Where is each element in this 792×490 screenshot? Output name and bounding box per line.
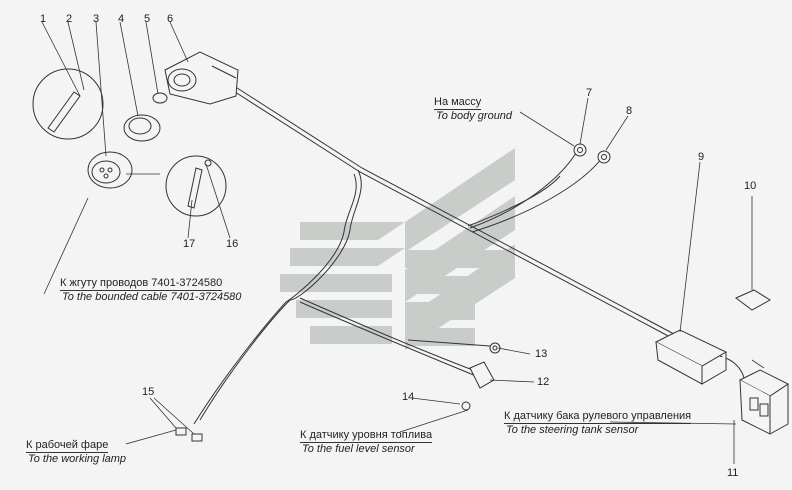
branch-cable-fuel: [299, 297, 479, 373]
leader-lines: [41, 21, 765, 464]
coupling-nut-4: [123, 114, 161, 142]
ring-terminal-8: [597, 150, 611, 164]
callout-14: 14: [402, 391, 415, 403]
lamp-terminals-15: [175, 427, 203, 442]
washer-14: [461, 401, 471, 411]
callout-15: 15: [142, 386, 155, 398]
label-lamp-en: To the working lamp: [28, 453, 127, 465]
ground-wire-8: [471, 157, 603, 233]
angle-connector-6: [164, 51, 239, 105]
callout-10: 10: [744, 180, 757, 192]
callout-11: 11: [727, 467, 739, 479]
pin-detail-circle-16-17: [165, 155, 227, 217]
label-ground-en: To body ground: [436, 110, 513, 122]
wire-13: [407, 339, 491, 347]
callout-6: 6: [167, 13, 174, 25]
pin-detail-circle-1-2: [32, 68, 104, 140]
label-fuel-ru: К датчику уровня топлива: [300, 429, 433, 443]
label-ground-ru: На массу: [434, 96, 482, 110]
ring-terminal-13: [489, 342, 501, 354]
label-lamp-ru: К рабочей фаре: [26, 439, 109, 453]
main-harness-cable: [231, 89, 673, 339]
connector-11: [738, 369, 789, 435]
watermark-logo: [280, 148, 515, 350]
branch-cable-lamp: [199, 169, 362, 421]
ground-wire-7: [469, 149, 579, 229]
callout-3: 3: [93, 13, 100, 25]
callout-4: 4: [118, 13, 125, 25]
callout-12: 12: [537, 376, 550, 388]
callout-9: 9: [698, 151, 705, 163]
callout-5: 5: [144, 13, 151, 25]
sensor-unit-9: [654, 329, 728, 385]
label-steer-en: To the steering tank sensor: [506, 424, 639, 436]
callout-1: 1: [40, 13, 47, 25]
callout-16: 16: [226, 238, 239, 250]
callout-17: 17: [183, 238, 196, 250]
label-cable-ru: К жгуту проводов 7401-3724580: [60, 277, 223, 291]
connector-body-3: [87, 151, 133, 189]
terminal-10: [735, 289, 771, 311]
seal-5: [152, 92, 168, 104]
label-steer-ru: К датчику бака рулевого управления: [504, 410, 692, 424]
fuel-sensor-connector-12: [469, 361, 495, 389]
label-fuel-en: To the fuel level sensor: [302, 443, 415, 455]
label-cable-en: To the bounded cable 7401-3724580: [62, 291, 242, 303]
callout-7: 7: [586, 87, 593, 99]
callout-2: 2: [66, 13, 73, 25]
callout-13: 13: [535, 348, 548, 360]
callout-8: 8: [626, 105, 633, 117]
ring-terminal-7: [573, 143, 587, 157]
